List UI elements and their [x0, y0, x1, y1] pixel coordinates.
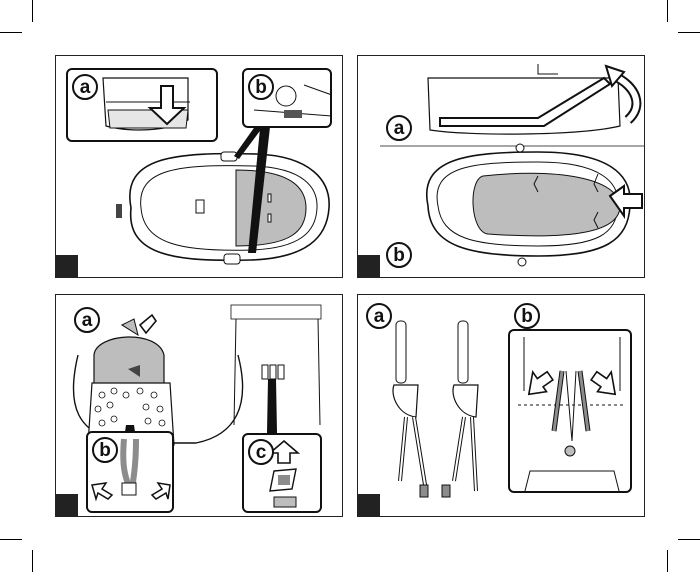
inset-b-strap-slots [508, 329, 632, 493]
corner-tab [358, 494, 380, 516]
label-a-badge: a [74, 307, 100, 333]
corner-tab [358, 255, 380, 277]
label-b-badge: b [92, 437, 118, 463]
crop-mark-bl-h [0, 539, 22, 540]
label-c-badge: c [248, 439, 274, 465]
crop-mark-tr-h [678, 32, 700, 33]
crop-mark-tl-v [32, 0, 33, 22]
corner-tab [56, 494, 78, 516]
crop-mark-tr-v [667, 0, 668, 22]
inset-a-lid-detach: a [66, 68, 218, 142]
label-b-badge: b [248, 74, 274, 100]
inset-b-drawing [510, 331, 632, 493]
label-b-badge: b [514, 303, 540, 329]
crop-mark-br-h [678, 539, 700, 540]
inset-b-buckle-insert: b [86, 431, 174, 513]
label-b-badge: b [386, 242, 412, 268]
figure-4-shoulder-straps: a b [357, 294, 645, 517]
label-a-badge: a [366, 303, 392, 329]
corner-tab [56, 255, 78, 277]
figure-2-mattress: a b [357, 55, 645, 278]
figure-1-carrycot-lid: a b [55, 55, 343, 278]
crop-mark-tl-h [0, 32, 22, 33]
figure-3-harness-attachment: b c a [55, 294, 343, 517]
crop-mark-br-v [667, 550, 668, 572]
label-a-badge: a [386, 115, 412, 141]
inset-c-buckle-release: c [242, 433, 322, 513]
inset-b-clip-detail: b [242, 68, 332, 128]
crop-mark-bl-v [32, 550, 33, 572]
label-a-badge: a [72, 74, 98, 100]
